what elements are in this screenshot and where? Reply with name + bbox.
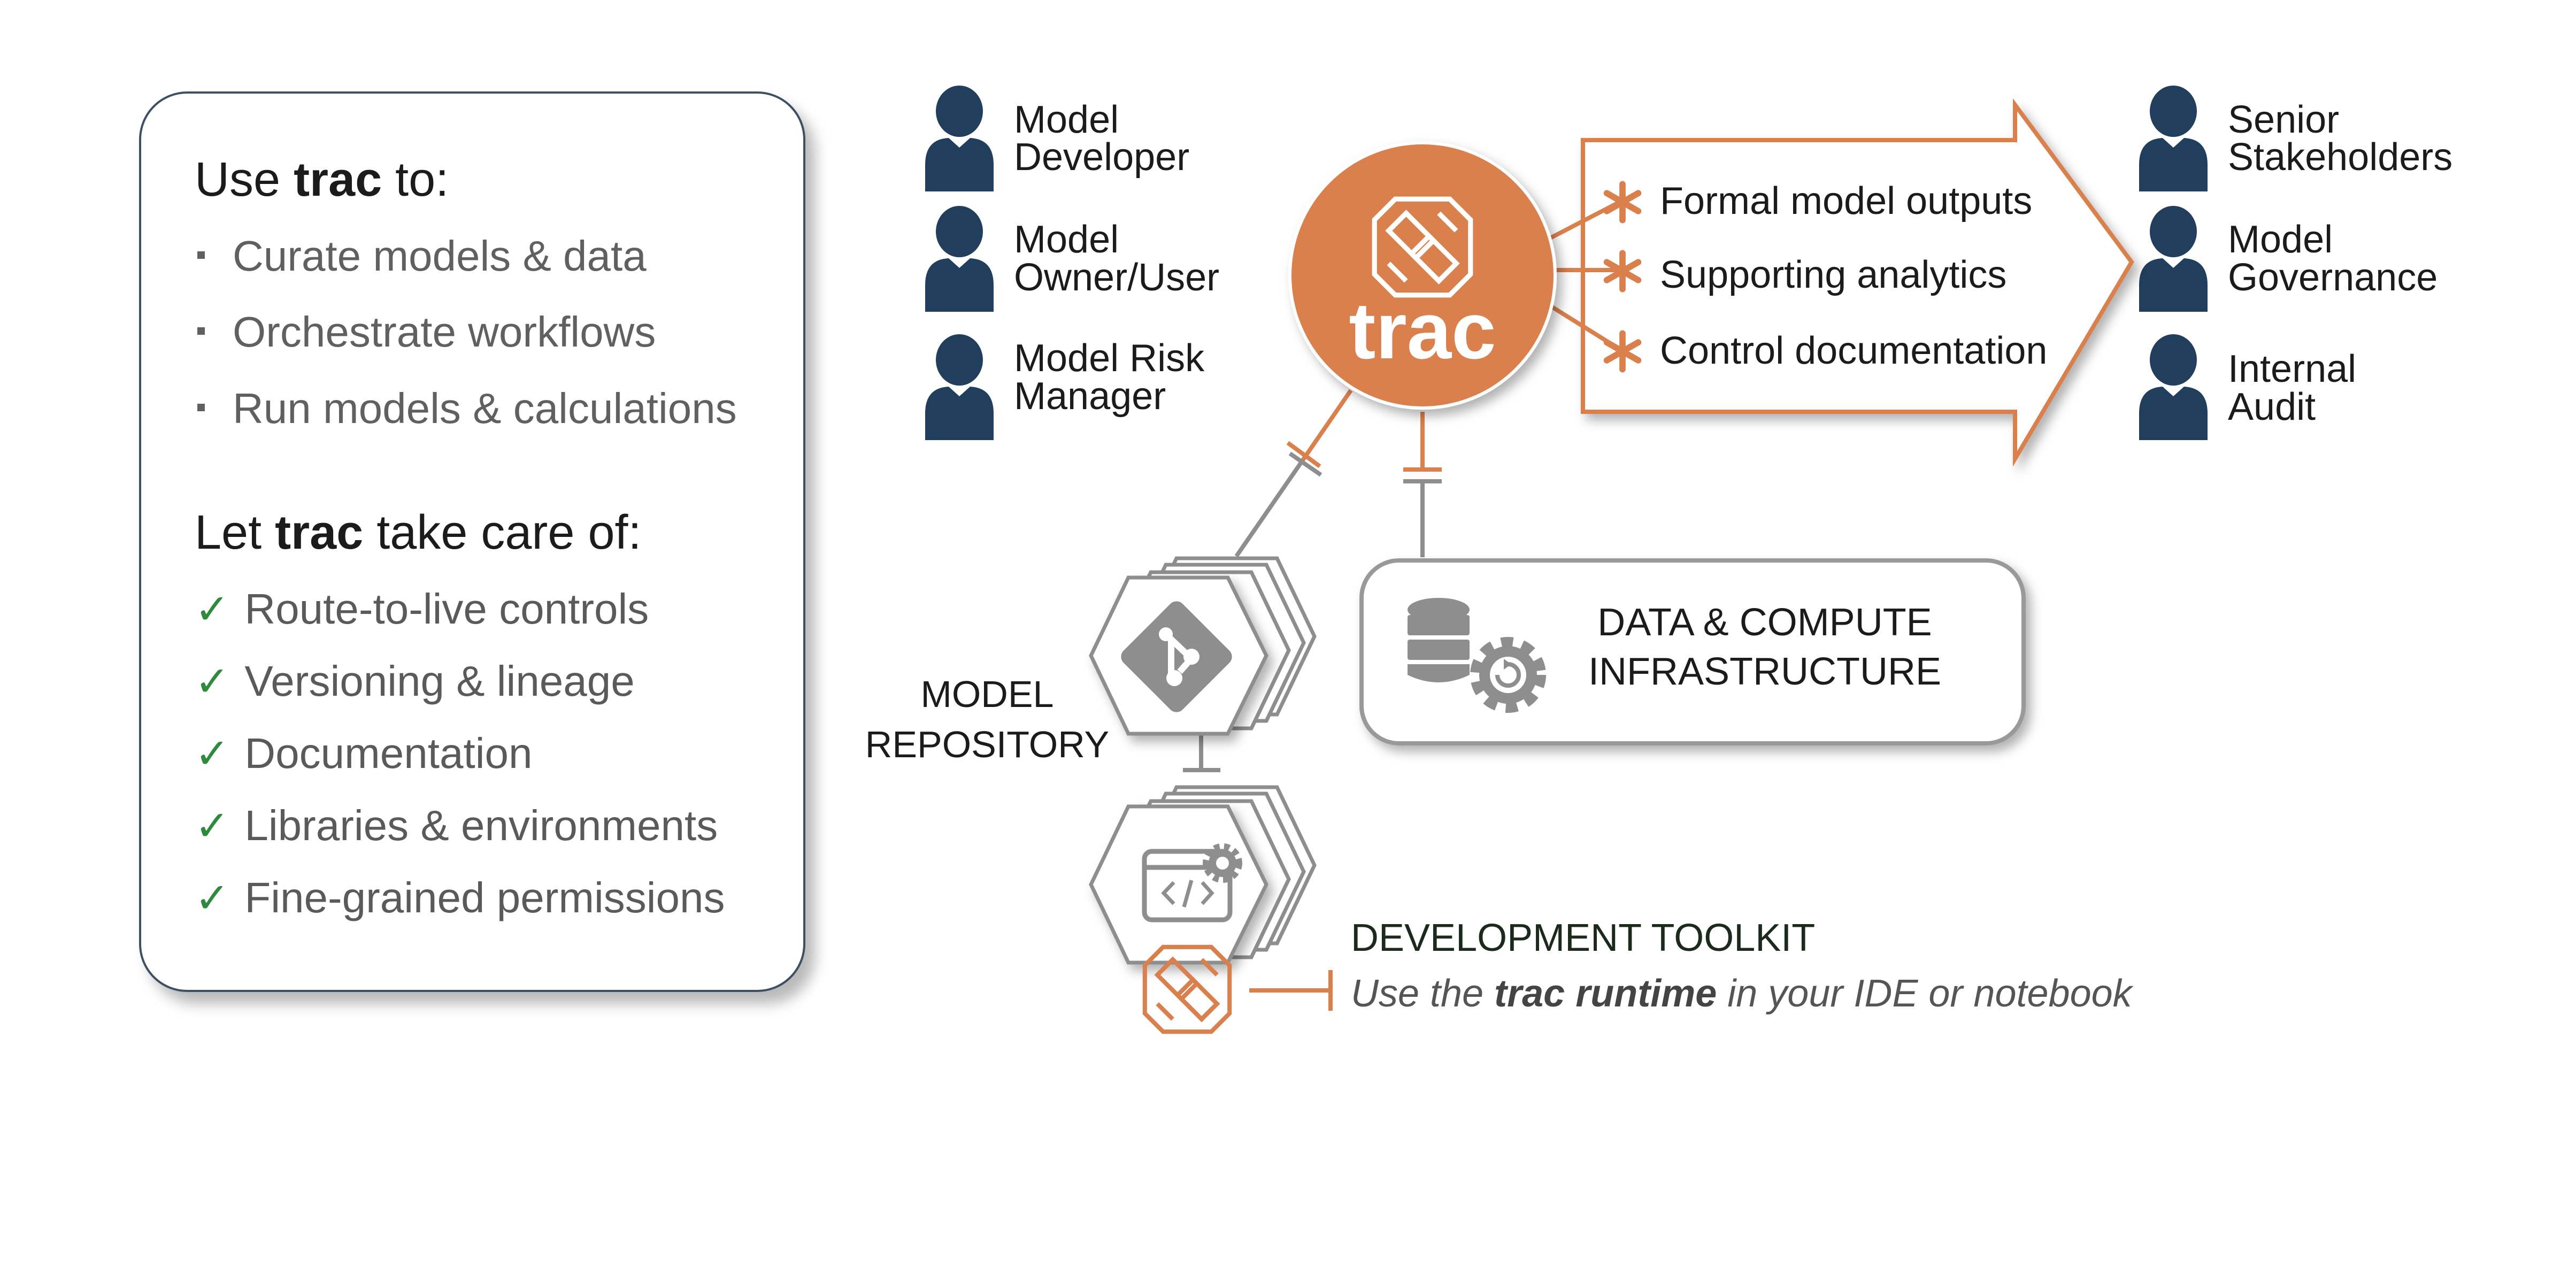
output-label: Control documentation <box>1660 329 2047 372</box>
user-label: Stakeholders <box>2228 136 2452 179</box>
user-label: Internal <box>2228 348 2356 390</box>
user-label: Senior <box>2228 98 2339 141</box>
user-label: Model <box>1014 98 1119 141</box>
care-heading: Let trac take care of: <box>195 506 642 559</box>
user-internal-audit: Internal Audit <box>2139 334 2356 440</box>
person-icon <box>925 334 994 440</box>
user-label: Owner/User <box>1014 256 1219 299</box>
use-item: Curate models & data <box>197 232 647 281</box>
dev-toolkit-subtitle: Use the trac runtime in your IDE or note… <box>1351 972 2134 1015</box>
use-heading: Use trac to: <box>195 153 449 206</box>
git-icon <box>1121 601 1232 712</box>
care-item: ✓Documentation <box>195 729 533 778</box>
use-item: Orchestrate workflows <box>197 307 656 357</box>
hub-label: trac <box>1349 286 1496 375</box>
dev-toolkit-title: DEVELOPMENT TOOLKIT <box>1351 917 1815 959</box>
check-icon: ✓ <box>195 586 230 634</box>
output-arrow <box>1581 98 2134 467</box>
data-compute-box: DATA & COMPUTE INFRASTRUCTURE <box>1359 558 2026 745</box>
trac-hub: trac <box>1288 141 1557 410</box>
check-icon: ✓ <box>195 658 230 706</box>
person-icon <box>2139 334 2208 440</box>
model-repository: MODEL REPOSITORY <box>865 556 1317 765</box>
user-model-owner: Model Owner/User <box>925 206 1219 312</box>
user-label: Model Risk <box>1014 337 1205 380</box>
code-window-icon <box>1142 843 1242 922</box>
model-repo-label: REPOSITORY <box>865 724 1109 765</box>
user-label: Governance <box>2228 256 2437 299</box>
output-label: Formal model outputs <box>1660 180 2032 222</box>
database-icon <box>1408 598 1470 682</box>
user-model-risk-manager: Model Risk Manager <box>925 334 1205 440</box>
check-icon: ✓ <box>195 874 230 922</box>
data-compute-label: DATA & COMPUTE <box>1597 601 1932 644</box>
use-item: Run models & calculations <box>197 384 737 433</box>
data-compute-label: INFRASTRUCTURE <box>1588 650 1941 693</box>
check-icon: ✓ <box>195 730 230 778</box>
care-item: ✓Route-to-live controls <box>195 585 649 634</box>
care-item: ✓Fine-grained permissions <box>195 874 725 922</box>
person-icon <box>925 206 994 312</box>
person-icon <box>2139 206 2208 312</box>
user-label: Developer <box>1014 136 1189 179</box>
care-item: ✓Libraries & environments <box>195 802 718 850</box>
feature-panel: Use trac to: Curate models & data Orches… <box>139 91 805 992</box>
person-icon <box>925 86 994 191</box>
model-repo-label: MODEL <box>921 673 1054 715</box>
user-model-governance: Model Governance <box>2139 206 2437 312</box>
user-label: Model <box>1014 218 1119 261</box>
check-icon: ✓ <box>195 802 230 850</box>
output-label: Supporting analytics <box>1660 253 2006 296</box>
user-senior-stakeholders: Senior Stakeholders <box>2139 86 2452 191</box>
care-item: ✓Versioning & lineage <box>195 657 635 706</box>
development-toolkit: DEVELOPMENT TOOLKIT Use the trac runtime… <box>1089 785 2134 1032</box>
gear-icon <box>1470 637 1546 713</box>
user-label: Model <box>2228 218 2333 261</box>
user-model-developer: Model Developer <box>925 86 1189 191</box>
person-icon <box>2139 86 2208 191</box>
user-label: Manager <box>1014 375 1166 418</box>
user-label: Audit <box>2228 386 2316 428</box>
hub-connectors <box>1183 389 1442 772</box>
